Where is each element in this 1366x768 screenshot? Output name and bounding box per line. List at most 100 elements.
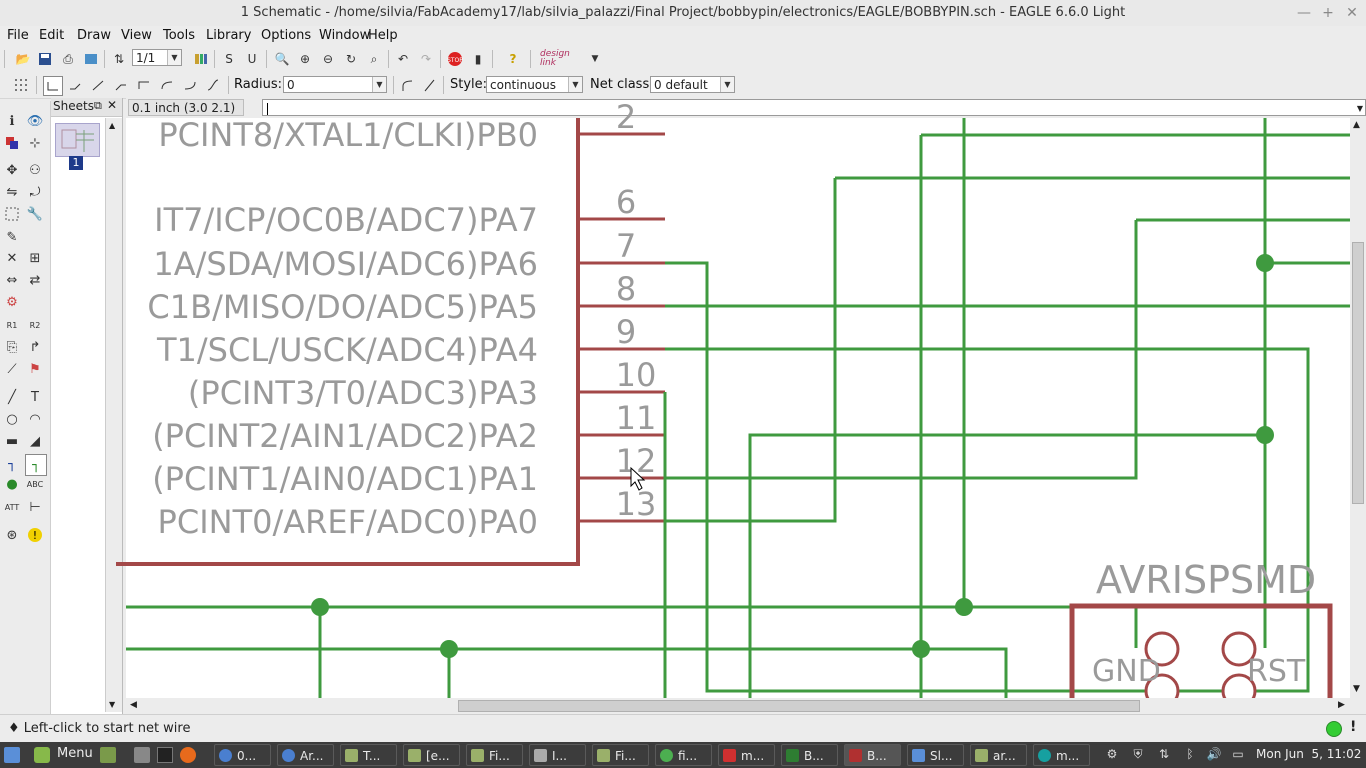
design-link-logo[interactable]: design link: [540, 49, 570, 68]
close-button[interactable]: ✕: [1346, 5, 1358, 21]
firefox-icon[interactable]: [180, 747, 196, 763]
taskbar-item[interactable]: Fi...: [592, 744, 649, 766]
scroll-down-icon[interactable]: ▼: [1353, 684, 1360, 694]
bend-style-arc-icon[interactable]: [158, 76, 176, 94]
menu-window[interactable]: Window: [319, 28, 371, 43]
bend-style-90-icon[interactable]: [43, 76, 63, 96]
scroll-right-icon[interactable]: ▶: [1338, 700, 1345, 710]
taskbar-item[interactable]: Sl...: [907, 744, 964, 766]
taskbar-item-active[interactable]: B...: [844, 744, 901, 766]
schematic-canvas[interactable]: PCINT8/XTAL1/CLKI)PB0 IT7/ICP/OC0B/ADC7)…: [116, 98, 1350, 709]
display-layers-icon[interactable]: [2, 133, 22, 153]
bend-style-45b-icon[interactable]: [112, 76, 130, 94]
go-icon[interactable]: ▮: [474, 52, 482, 66]
undo-icon[interactable]: ↶: [397, 52, 409, 66]
junction-icon[interactable]: ●: [6, 476, 18, 492]
smash-icon[interactable]: ⎘: [6, 339, 18, 355]
menu-draw[interactable]: Draw: [77, 28, 111, 43]
taskbar-item[interactable]: T...: [340, 744, 397, 766]
miter-icon[interactable]: ↱: [29, 339, 41, 355]
bend-style-straight-icon[interactable]: [89, 76, 107, 94]
vertical-scroll-thumb[interactable]: [1352, 242, 1364, 504]
taskbar-item[interactable]: Ar...: [277, 744, 334, 766]
zoom-fit-icon[interactable]: 🔍: [274, 52, 290, 66]
print-icon[interactable]: ⎙: [63, 51, 73, 66]
copy-icon[interactable]: ⚇: [29, 162, 41, 178]
info-icon[interactable]: ℹ: [9, 113, 15, 129]
sheet-select[interactable]: 1/1▼: [132, 49, 182, 66]
menu-help[interactable]: Help: [368, 28, 398, 43]
name-icon[interactable]: R1: [6, 320, 18, 330]
horizontal-scrollbar[interactable]: ◀ ▶: [126, 698, 1366, 714]
launcher-icon[interactable]: [134, 747, 150, 763]
network-icon[interactable]: ⇅: [1158, 747, 1170, 761]
rotate-icon[interactable]: ⤾: [29, 184, 41, 200]
net-class-select[interactable]: 0 default▼: [650, 76, 735, 93]
zoom-in-icon[interactable]: ⊕: [299, 52, 311, 66]
label-icon[interactable]: ABC: [26, 479, 44, 489]
bend-style-45-icon[interactable]: [66, 76, 84, 94]
taskbar-item[interactable]: fi...: [655, 744, 712, 766]
menu-view[interactable]: View: [121, 28, 152, 43]
show-desktop-icon[interactable]: [4, 747, 20, 763]
scroll-left-icon[interactable]: ◀: [130, 700, 137, 710]
zoom-out-icon[interactable]: ⊖: [322, 52, 334, 66]
dimension-icon[interactable]: ⊢: [29, 499, 41, 515]
use-library-icon[interactable]: [192, 50, 210, 68]
redraw-icon[interactable]: ↻: [345, 52, 357, 66]
taskbar-item[interactable]: I...: [529, 744, 586, 766]
sheet-icon[interactable]: ⇅: [113, 52, 125, 66]
script-icon[interactable]: S: [225, 52, 233, 66]
polygon-icon[interactable]: ◢: [30, 433, 40, 449]
circle-icon[interactable]: ○: [6, 411, 18, 427]
menu-library[interactable]: Library: [206, 28, 252, 43]
grid-icon[interactable]: [12, 76, 30, 94]
bus-icon[interactable]: ┐: [8, 456, 16, 472]
paste-icon[interactable]: ✎: [6, 229, 18, 245]
shield-icon[interactable]: ⛨: [1133, 747, 1143, 761]
volume-icon[interactable]: 🔊: [1206, 747, 1222, 761]
invoke-icon[interactable]: ⚑: [29, 361, 41, 377]
stop-icon[interactable]: STOP: [446, 50, 464, 68]
wire-icon[interactable]: ╱: [8, 389, 16, 405]
stop-command-icon[interactable]: !: [1350, 719, 1357, 735]
menu-edit[interactable]: Edit: [39, 28, 65, 43]
menu-tools[interactable]: Tools: [163, 28, 196, 43]
horizontal-scroll-thumb[interactable]: [458, 700, 1140, 712]
bluetooth-icon[interactable]: ᛒ: [1186, 747, 1194, 761]
menu-options[interactable]: Options: [261, 28, 312, 43]
taskbar-item[interactable]: Fi...: [466, 744, 523, 766]
open-icon[interactable]: 📂: [15, 52, 31, 66]
group-icon[interactable]: [2, 204, 22, 224]
scroll-up-icon[interactable]: ▲: [1353, 120, 1360, 130]
delete-icon[interactable]: ✕: [6, 250, 18, 266]
mark-icon[interactable]: ⊹: [29, 135, 41, 151]
clock[interactable]: Mon Jun 5, 11:02: [1256, 747, 1362, 761]
taskbar-item[interactable]: m...: [1033, 744, 1090, 766]
net-icon[interactable]: ┐: [25, 454, 47, 476]
command-input[interactable]: ▼: [262, 99, 1366, 116]
bend-style-arc2-icon[interactable]: [181, 76, 199, 94]
redo-icon[interactable]: ↷: [420, 52, 432, 66]
gateswap-icon[interactable]: ⚙: [6, 294, 18, 310]
help-icon[interactable]: ?: [509, 52, 517, 66]
taskbar-item[interactable]: m...: [718, 744, 775, 766]
terminal-icon[interactable]: [157, 747, 173, 763]
battery-icon[interactable]: ▭: [1232, 747, 1244, 761]
settings-tray-icon[interactable]: ⚙: [1106, 747, 1118, 761]
taskbar-item[interactable]: ar...: [970, 744, 1027, 766]
arc-icon[interactable]: ◠: [29, 411, 41, 427]
replace-icon[interactable]: ⇄: [29, 272, 41, 288]
show-icon[interactable]: 👁: [26, 113, 44, 129]
pinswap-icon[interactable]: ⇔: [6, 272, 18, 288]
vertical-scrollbar[interactable]: ▲ ▼: [1350, 118, 1366, 698]
taskbar-item[interactable]: [e...: [403, 744, 460, 766]
launcher-icon[interactable]: [100, 747, 116, 763]
flat-corner-icon[interactable]: [420, 76, 438, 94]
save-icon[interactable]: [36, 50, 54, 68]
move-icon[interactable]: ✥: [6, 162, 18, 178]
round-corner-icon[interactable]: [398, 76, 416, 94]
design-link-dropdown-icon[interactable]: ▼: [591, 54, 599, 64]
sheet-thumbnail[interactable]: [55, 123, 100, 157]
taskbar-item[interactable]: 0...: [214, 744, 271, 766]
